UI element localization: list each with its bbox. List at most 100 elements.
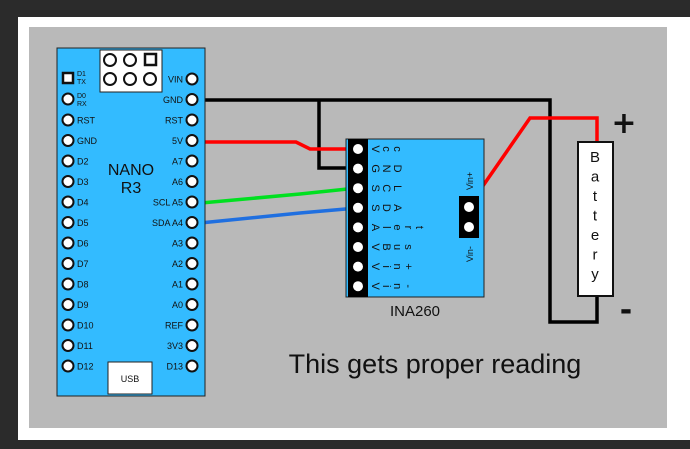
pin-label-vin: VIN: [168, 75, 183, 85]
wire-scl-to-ina-scl: [189, 186, 358, 206]
wire-gnd-to-battery-minus: [190, 98, 599, 324]
pin-label-gnd: GND: [77, 136, 98, 146]
pin-a7: [185, 154, 199, 168]
vin-minus-terminal: [463, 221, 475, 233]
wire-5v-to-ina-vcc: [190, 140, 357, 151]
pin-d9: [61, 298, 75, 311]
battery-letter: e: [591, 227, 599, 244]
icsp-pin: [143, 72, 157, 86]
ina260-header-pin: [352, 143, 364, 155]
battery-letter: t: [593, 188, 598, 205]
ina260-label-char: l: [380, 226, 392, 228]
pin-d11: [61, 339, 75, 352]
icsp-pin: [123, 53, 137, 67]
ina260-label-char: S: [369, 185, 381, 192]
icsp-pin: [103, 53, 117, 67]
pin-d2: [61, 154, 75, 168]
ina260-label-char: -: [402, 284, 414, 288]
pin-scl-a5: [185, 195, 199, 209]
pin-sda-a4: [185, 216, 199, 229]
nano-left-pins: D1 TX D0 RX RSTGNDD2D3D4D5D6D7D8D9D10D11…: [61, 71, 98, 373]
ina260-label-char: S: [369, 204, 381, 211]
pin-label-a2: A2: [172, 259, 183, 269]
pin-label-d12: D12: [77, 362, 94, 372]
pin-a0: [185, 298, 199, 311]
ina260-label-char: c: [391, 146, 403, 152]
ina260-label-char: t: [413, 226, 425, 229]
caption-text: This gets proper reading: [289, 349, 582, 379]
ina260-header-pin: [352, 260, 364, 273]
pin-a1: [185, 277, 199, 291]
pin-label-3v3: 3V3: [167, 341, 183, 351]
pin-label-d13: D13: [166, 362, 183, 372]
pin-5v: [185, 134, 199, 147]
ina260-label-char: A: [391, 204, 403, 212]
vin-plus-terminal: [463, 201, 475, 213]
arduino-nano-board: NANO R3 USB D1 TX D0 RX RSTGNDD2D3D4D5D6…: [56, 47, 206, 397]
ina260-label-char: r: [402, 226, 414, 230]
pin-d8: [61, 277, 75, 291]
pin-label-tx: TX: [77, 79, 86, 86]
pin-label-d6: D6: [77, 239, 89, 249]
ina260-label-char: G: [369, 164, 381, 173]
pin-label-d7: D7: [77, 259, 89, 269]
pin-gnd: [61, 134, 75, 147]
pin-label-a6: A6: [172, 177, 183, 187]
battery-letter: B: [590, 149, 600, 166]
battery-letter: t: [593, 208, 598, 225]
pin-d3: [61, 175, 75, 188]
icsp-pin: [123, 72, 137, 86]
ina260-label-char: V: [369, 243, 381, 251]
pin-d12: [61, 359, 75, 373]
pin-d6: [61, 236, 75, 250]
pin-a2: [185, 257, 199, 270]
ina260-label-char: L: [391, 185, 403, 191]
pin-label-a7: A7: [172, 157, 183, 167]
ina260-label-char: i: [380, 265, 392, 267]
ina260-header-pin: [352, 280, 364, 293]
ina260-label-char: D: [391, 165, 403, 173]
pin-label-d0: D0: [77, 93, 86, 100]
ina260-header-pin: [352, 182, 364, 195]
ina260-label-char: s: [402, 244, 414, 250]
nano-pcb: [56, 47, 206, 397]
wires: [189, 98, 599, 324]
ina260-label-char: e: [391, 224, 403, 230]
pin-label-d10: D10: [77, 321, 94, 331]
ina260-label-char: V: [369, 145, 381, 153]
ina260-label-char: n: [391, 264, 403, 270]
pin-label-a3: A3: [172, 239, 183, 249]
pin-d1-tx: [61, 71, 75, 85]
battery-letter: a: [591, 169, 600, 186]
ina260-label-char: +: [402, 263, 414, 269]
ina260-header-pin: [352, 162, 364, 175]
pin-label-rst: RST: [165, 116, 184, 126]
ina260-label-char: A: [369, 224, 381, 232]
battery-minus-sign: -: [620, 293, 632, 328]
ina260-label-char: C: [380, 184, 392, 192]
ina260-label-char: n: [391, 283, 403, 289]
ina260-label-char: N: [380, 165, 392, 173]
battery-body: [577, 141, 614, 297]
ina260-header-pin: [352, 201, 364, 214]
usb-label: USB: [121, 374, 140, 384]
wire-vinplus-to-battery-plus: [467, 116, 599, 207]
pin-d5: [61, 216, 75, 229]
pin-label-d9: D9: [77, 300, 89, 310]
pin-d4: [61, 195, 75, 209]
pin-label-d2: D2: [77, 157, 89, 167]
pin-label-a0: A0: [172, 300, 183, 310]
nano-title-line1: NANO: [108, 162, 154, 179]
wire-sda-to-ina-sda: [189, 206, 358, 226]
pin-d13: [185, 359, 199, 373]
